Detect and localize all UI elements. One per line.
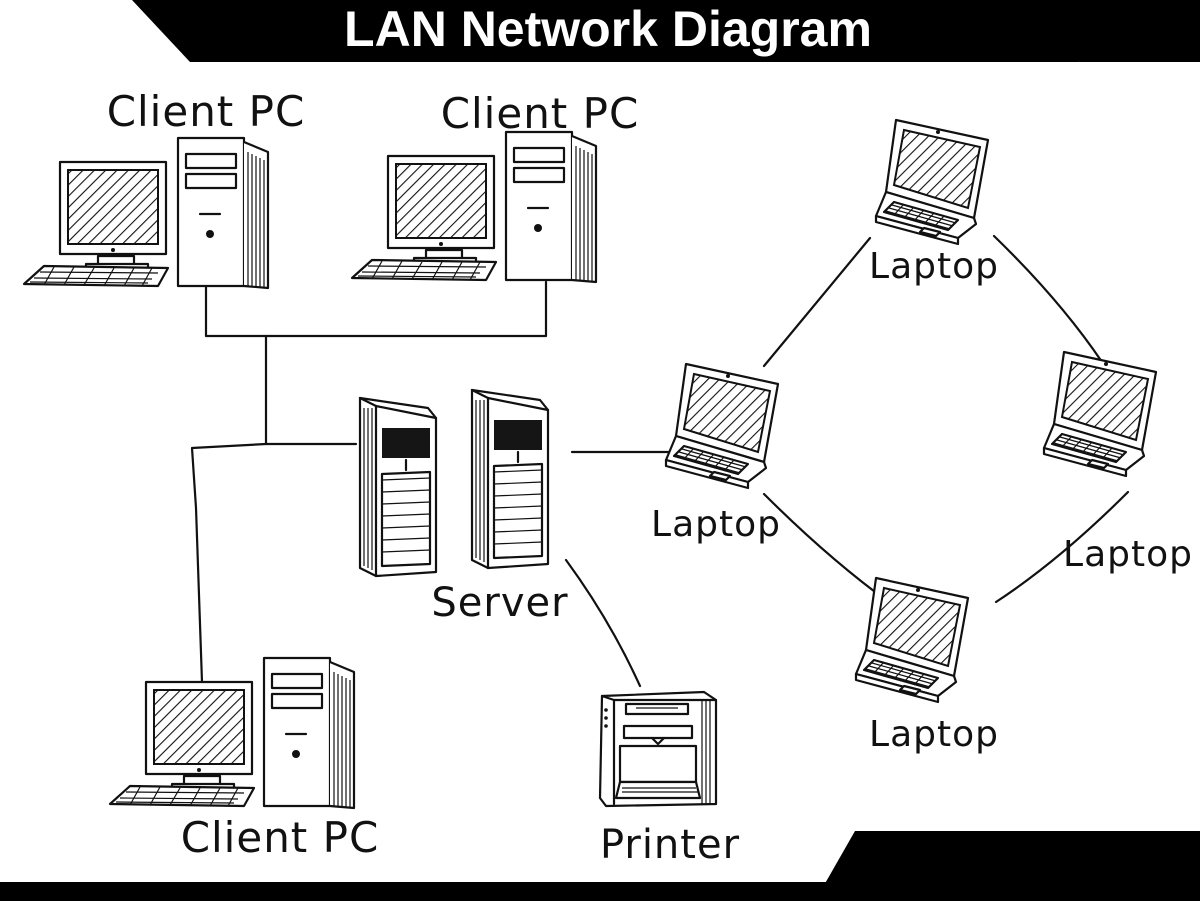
laptop-icon	[854, 576, 970, 704]
printer: Printer	[598, 690, 740, 868]
client-pc-1: Client PC	[22, 87, 306, 290]
link-laptop-top-right	[992, 234, 1104, 364]
laptop-left: Laptop	[651, 362, 781, 545]
client-pc-1-label: Client PC	[107, 87, 306, 136]
laptop-icon	[1042, 350, 1158, 478]
link-trunk-to-server	[264, 334, 358, 446]
desktop-computer-icon	[22, 136, 270, 290]
diagram-title: LAN Network Diagram	[344, 1, 872, 57]
title-banner: LAN Network Diagram	[132, 0, 1200, 62]
server-label: Server	[431, 580, 568, 626]
network-links	[190, 234, 1130, 688]
laptop-top-label: Laptop	[869, 246, 999, 287]
laptop-icon	[664, 362, 780, 490]
link-laptop-right-bottom	[994, 490, 1130, 604]
laptop-right: Laptop	[1042, 350, 1193, 575]
printer-icon	[598, 690, 718, 808]
link-server-printer	[564, 558, 642, 688]
printer-label: Printer	[600, 822, 740, 868]
desktop-computer-icon	[108, 656, 356, 810]
server: Server	[358, 388, 568, 626]
laptop-bottom: Laptop	[854, 576, 999, 755]
laptop-top: Laptop	[869, 118, 999, 287]
laptop-icon	[874, 118, 990, 246]
desktop-computer-icon	[350, 130, 598, 284]
bottom-banner	[0, 831, 1200, 901]
client-pc-2: Client PC	[350, 89, 640, 284]
link-to-client-pc-3	[190, 442, 268, 684]
client-pc-3-label: Client PC	[181, 813, 380, 862]
laptop-bottom-label: Laptop	[869, 714, 999, 755]
server-icon	[358, 396, 438, 578]
link-laptop-left-top	[762, 236, 872, 368]
laptop-right-label: Laptop	[1063, 534, 1193, 575]
laptop-left-label: Laptop	[651, 504, 781, 545]
client-pc-3: Client PC	[108, 656, 380, 862]
link-client-pcs	[204, 280, 548, 338]
client-pc-2-label: Client PC	[441, 89, 640, 138]
server-icon	[470, 388, 550, 570]
